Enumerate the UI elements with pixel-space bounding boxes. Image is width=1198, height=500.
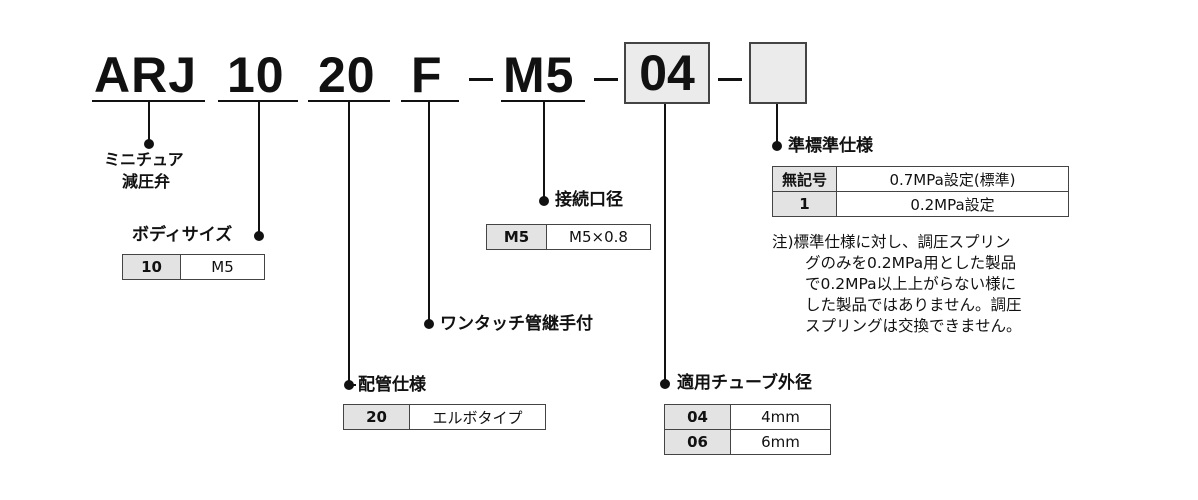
note-line: した製品ではありません。調圧 (805, 296, 1022, 314)
port-table: M5 M5×0.8 (486, 224, 651, 250)
body-size-table: 10 M5 (122, 254, 265, 280)
note-line: グのみを0.2MPa用とした製品 (805, 254, 1017, 272)
piping-table: 20 エルボタイプ (343, 404, 546, 430)
leader-body-size (258, 100, 260, 236)
underline-fitting (401, 100, 459, 102)
leader-dot (660, 379, 670, 389)
separator-dash (469, 78, 493, 81)
note-line: で0.2MPa以上上がらない様に (805, 275, 1017, 293)
leader-fitting (428, 100, 430, 324)
code-port: M5 (503, 47, 575, 103)
leader-tube (664, 104, 666, 384)
semi-standard-table: 無記号 0.7MPa設定(標準) 1 0.2MPa設定 (772, 166, 1069, 217)
series-label-line2: 減圧弁 (122, 172, 171, 191)
code-piping: 20 (318, 47, 376, 103)
leader-dot (144, 139, 154, 149)
code-semi-standard-box (749, 42, 807, 104)
leader-dot (539, 196, 549, 206)
leader-dot (344, 380, 354, 390)
fitting-label: ワンタッチ管継手付 (440, 314, 593, 334)
leader-dot (772, 141, 782, 151)
leader-semi-standard (776, 104, 778, 146)
table-row: 10 M5 (122, 254, 265, 280)
option-value: エルボタイプ (409, 404, 546, 430)
option-code: 06 (664, 429, 731, 455)
tube-label: 適用チューブ外径 (677, 373, 812, 393)
table-row: 20 エルボタイプ (343, 404, 546, 430)
option-value: 6mm (730, 429, 831, 455)
table-row: 無記号 0.7MPa設定(標準) (772, 166, 1069, 192)
table-row: M5 M5×0.8 (486, 224, 651, 250)
code-body-size: 10 (227, 47, 285, 103)
option-value: M5 (180, 254, 265, 280)
leader-dot (424, 319, 434, 329)
note-line: スプリングは交換できません。 (805, 317, 1022, 335)
option-code: 10 (122, 254, 181, 280)
table-row: 06 6mm (664, 429, 831, 455)
series-label-line1: ミニチュア (104, 150, 184, 169)
semi-standard-label: 準標準仕様 (788, 136, 873, 156)
code-tube-box: 04 (624, 42, 710, 104)
leader-series (148, 100, 150, 143)
table-row: 04 4mm (664, 404, 831, 430)
note-line: 注)標準仕様に対し、調圧スプリン (772, 233, 1011, 251)
body-size-label: ボディサイズ (132, 225, 233, 245)
option-code: M5 (486, 224, 547, 250)
port-label: 接続口径 (555, 190, 623, 210)
option-value: 0.2MPa設定 (836, 191, 1069, 217)
leader-piping (348, 100, 350, 385)
table-row: 1 0.2MPa設定 (772, 191, 1069, 217)
option-code: 1 (772, 191, 837, 217)
option-code: 04 (664, 404, 731, 430)
leader-dot (254, 231, 264, 241)
tube-table: 04 4mm 06 6mm (664, 404, 831, 455)
option-code: 無記号 (772, 166, 837, 192)
leader-port (543, 100, 545, 201)
piping-label: 配管仕様 (358, 375, 426, 395)
option-value: 4mm (730, 404, 831, 430)
option-code: 20 (343, 404, 410, 430)
option-value: 0.7MPa設定(標準) (836, 166, 1069, 192)
code-series: ARJ (94, 47, 198, 103)
separator-dash (718, 78, 742, 81)
code-tube: 04 (639, 45, 695, 101)
separator-dash (594, 78, 618, 81)
code-fitting: F (411, 47, 443, 103)
option-value: M5×0.8 (546, 224, 651, 250)
